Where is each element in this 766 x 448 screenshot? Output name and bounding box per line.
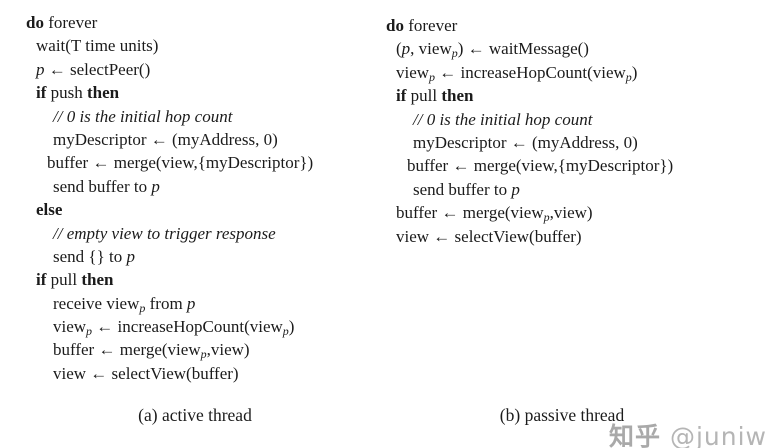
code-line: view ← selectView(buffer) xyxy=(396,225,673,248)
code-text: ) ← waitMessage() xyxy=(457,39,589,59)
code-text: ,view) xyxy=(206,340,250,360)
keyword: do xyxy=(26,13,44,32)
code-text: ,view) xyxy=(549,203,593,223)
watermark: 知乎 @juniway xyxy=(589,399,766,448)
code-line: do forever xyxy=(386,14,673,37)
code-line: viewp ← increaseHopCount(viewp) xyxy=(396,61,673,84)
code-text: forever xyxy=(403,16,458,35)
code-text: // 0 is the initial hop count xyxy=(413,109,593,129)
keyword: if xyxy=(36,83,47,103)
code-text: buffer ← merge(view,{myDescriptor}) xyxy=(47,153,314,173)
code-text: p xyxy=(151,176,160,196)
code-text: ) xyxy=(288,317,295,337)
code-line: do forever xyxy=(26,11,313,34)
subscript: p xyxy=(86,324,93,339)
subscript: p xyxy=(451,46,458,61)
code-text: buffer ← merge(view,{myDescriptor}) xyxy=(407,156,674,176)
code-line: myDescriptor ← (myAddress, 0) xyxy=(53,128,313,151)
code-text: wait(T time units) xyxy=(36,36,159,56)
code-text: view xyxy=(396,62,430,82)
code-text: from xyxy=(145,293,187,313)
code-text: ( xyxy=(396,39,402,59)
code-line: buffer ← merge(view,{myDescriptor}) xyxy=(407,154,673,177)
code-text: p xyxy=(186,293,196,313)
watermark-handle: @juniway xyxy=(669,422,766,448)
code-text: send buffer to xyxy=(53,176,152,196)
code-line: receive viewp from p xyxy=(53,292,313,315)
code-text: myDescriptor ← (myAddress, 0) xyxy=(413,132,638,152)
code-text: , view xyxy=(410,39,452,59)
code-line: else xyxy=(36,198,313,221)
subscript: p xyxy=(625,69,632,84)
code-text: buffer ← merge(view xyxy=(53,340,201,360)
code-line: if pull then xyxy=(36,268,313,291)
code-text: pull xyxy=(406,86,442,106)
keyword: then xyxy=(87,83,120,103)
keyword: else xyxy=(36,200,63,220)
code-text: // 0 is the initial hop count xyxy=(53,106,233,126)
subscript: p xyxy=(429,69,436,84)
code-line: (p, viewp) ← waitMessage() xyxy=(396,37,673,60)
code-line: myDescriptor ← (myAddress, 0) xyxy=(413,131,673,154)
code-text: push xyxy=(46,83,88,103)
zhihu-logo-icon: 知乎 xyxy=(609,422,662,448)
code-text: p xyxy=(36,59,45,79)
keyword: then xyxy=(441,86,474,106)
subscript: p xyxy=(282,324,289,339)
code-line: buffer ← merge(viewp,view) xyxy=(53,338,313,361)
caption-active-thread: (a) active thread xyxy=(138,405,252,425)
code-line: // 0 is the initial hop count xyxy=(413,108,673,131)
code-text: p xyxy=(126,246,135,266)
code-line: send buffer to p xyxy=(413,178,673,201)
code-text: // empty view to trigger response xyxy=(53,223,276,243)
code-line: wait(T time units) xyxy=(36,34,313,57)
code-line: buffer ← merge(view,{myDescriptor}) xyxy=(47,151,313,174)
keyword: if xyxy=(396,86,407,106)
code-text: buffer ← merge(view xyxy=(396,203,544,223)
code-text: myDescriptor ← (myAddress, 0) xyxy=(53,129,278,149)
code-line: viewp ← increaseHopCount(viewp) xyxy=(53,315,313,338)
code-text: view ← selectView(buffer) xyxy=(53,363,239,383)
subscript: p xyxy=(139,300,146,315)
code-line: send buffer to p xyxy=(53,175,313,198)
code-line: // 0 is the initial hop count xyxy=(53,105,313,128)
code-text: ← selectPeer() xyxy=(44,59,151,79)
code-text: ← increaseHopCount(view xyxy=(435,62,626,82)
subscript: p xyxy=(543,210,550,225)
code-text: ← increaseHopCount(view xyxy=(92,317,283,337)
code-text: view ← selectView(buffer) xyxy=(396,226,582,246)
code-text: forever xyxy=(43,13,98,32)
keyword: then xyxy=(81,270,114,290)
keyword: if xyxy=(36,270,47,290)
code-text: view xyxy=(53,317,87,337)
pseudocode-passive-thread: do forever(p, viewp) ← waitMessage()view… xyxy=(386,14,673,248)
code-line: // empty view to trigger response xyxy=(53,222,313,245)
code-line: view ← selectView(buffer) xyxy=(53,362,313,385)
code-text: send buffer to xyxy=(413,179,512,199)
code-text: ) xyxy=(631,62,638,82)
code-text: p xyxy=(511,179,520,199)
code-text: send {} to xyxy=(53,246,127,266)
subscript: p xyxy=(200,347,207,362)
keyword: do xyxy=(386,16,404,35)
code-line: if push then xyxy=(36,81,313,104)
code-text: p xyxy=(401,39,411,59)
code-line: buffer ← merge(viewp,view) xyxy=(396,201,673,224)
code-line: if pull then xyxy=(396,84,673,107)
code-text: receive view xyxy=(53,293,140,313)
code-text: pull xyxy=(46,270,82,290)
code-line: p ← selectPeer() xyxy=(36,58,313,81)
code-line: send {} to p xyxy=(53,245,313,268)
caption-passive-thread: (b) passive thread xyxy=(499,405,625,425)
